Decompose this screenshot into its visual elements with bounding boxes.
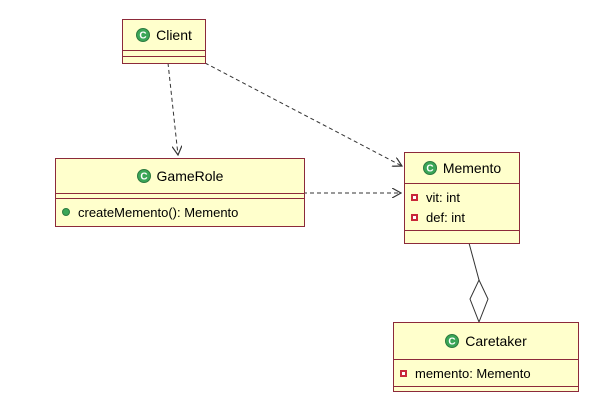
class-name: Client <box>156 27 192 43</box>
class-header: C GameRole <box>56 159 304 194</box>
method-row: createMemento(): Memento <box>56 202 304 222</box>
attribute-text: def: int <box>426 209 466 225</box>
attribute-row: vit: int <box>405 187 519 207</box>
attribute-row: def: int <box>405 207 519 227</box>
public-method-icon <box>62 208 70 216</box>
class-memento[interactable]: C Memento vit: int def: int <box>404 152 520 244</box>
class-header: C Caretaker <box>394 323 578 360</box>
class-name: GameRole <box>156 168 224 184</box>
methods-section <box>405 231 519 236</box>
attribute-row: memento: Memento <box>394 363 578 383</box>
aggregation-diamond-icon <box>469 278 489 324</box>
methods-section <box>123 57 205 62</box>
svg-text:C: C <box>449 337 456 348</box>
class-gamerole[interactable]: C GameRole createMemento(): Memento <box>55 158 305 227</box>
svg-text:C: C <box>139 31 146 42</box>
svg-text:C: C <box>140 172 147 183</box>
class-c-icon: C <box>136 28 151 42</box>
attributes-section: vit: int def: int <box>405 184 519 231</box>
class-header: C Client <box>123 20 205 51</box>
attributes-section <box>123 51 205 57</box>
class-header: C Memento <box>405 153 519 184</box>
private-field-icon <box>411 193 418 201</box>
class-caretaker[interactable]: C Caretaker memento: Memento <box>393 322 579 392</box>
method-text: createMemento(): Memento <box>78 204 239 220</box>
methods-section: createMemento(): Memento <box>56 199 304 225</box>
private-field-icon <box>411 213 418 221</box>
class-c-icon: C <box>422 161 437 175</box>
methods-section <box>394 387 578 391</box>
private-field-icon <box>400 369 407 377</box>
class-client[interactable]: C Client <box>122 19 206 64</box>
class-c-icon: C <box>445 334 460 348</box>
svg-text:C: C <box>426 164 433 175</box>
aggregation-caretaker-memento <box>468 242 480 281</box>
attribute-text: vit: int <box>426 189 460 205</box>
class-name: Caretaker <box>465 333 527 349</box>
attributes-section: memento: Memento <box>394 360 578 387</box>
dependency-client-memento <box>204 62 402 166</box>
attribute-text: memento: Memento <box>415 365 531 381</box>
class-name: Memento <box>442 160 502 176</box>
class-c-icon: C <box>136 169 151 183</box>
dependency-client-gamerole <box>167 62 178 155</box>
attributes-section <box>56 194 304 199</box>
